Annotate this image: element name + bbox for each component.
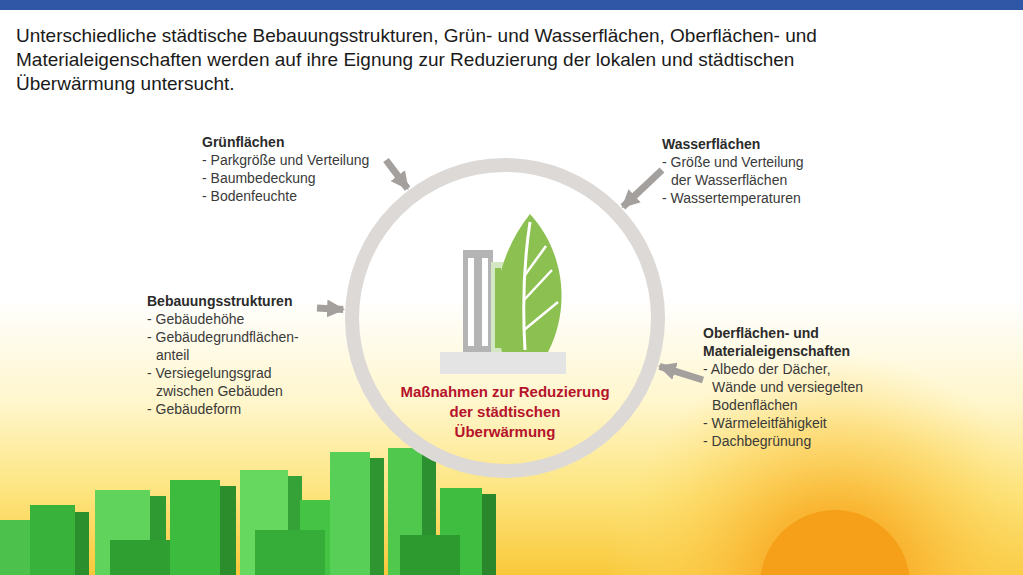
block-heading: Oberflächen- und Materialeigenschaften xyxy=(703,324,875,360)
city-leaf-icon xyxy=(440,214,566,374)
ring-text-holder: Maßnahmen zur Reduzierung der städtische… xyxy=(398,382,612,442)
sun-glow xyxy=(605,355,1023,575)
list-item: - Bodenfeuchte xyxy=(202,187,386,205)
list-item: - Parkgröße und Verteilung xyxy=(202,151,386,169)
block-heading: Grünflächen xyxy=(202,133,386,151)
input-arrow xyxy=(317,308,343,309)
header-bar xyxy=(0,0,1023,10)
topic-block: Oberflächen- und Materialeigenschaften- … xyxy=(703,324,875,450)
input-arrow xyxy=(660,366,703,380)
green-skyline xyxy=(0,448,496,575)
list-item: - Versiegelungsgrad zwischen Gebäuden xyxy=(147,364,317,400)
center-title: Maßnahmen zur Reduzierung der städtische… xyxy=(398,382,612,442)
list-item: - Wassertemperaturen xyxy=(662,189,824,207)
list-item: - Dachbegrünung xyxy=(703,432,875,450)
cycle-ring: Maßnahmen zur Reduzierung der städtische… xyxy=(344,157,666,479)
sun xyxy=(760,510,910,575)
intro-text: Unterschiedliche städtische Bebauungsstr… xyxy=(16,24,916,96)
list-item: - Wärmeleitfähigkeit xyxy=(703,414,875,432)
list-item: - Größe und Verteilung der Wasserflächen xyxy=(662,153,824,189)
list-item: - Baumbedeckung xyxy=(202,169,386,187)
input-arrow xyxy=(623,170,662,207)
ring-circle xyxy=(352,165,658,471)
list-item: - Albedo der Dächer, Wände und versiegel… xyxy=(703,360,875,414)
topic-block: Bebauungsstrukturen- Gebäudehöhe- Gebäud… xyxy=(147,292,317,418)
input-arrow xyxy=(386,160,408,189)
block-heading: Wasserflächen xyxy=(662,135,824,153)
list-item: - Gebäudegrundflächen- anteil xyxy=(147,328,317,364)
topic-block: Grünflächen- Parkgröße und Verteilung- B… xyxy=(202,133,386,205)
list-item: - Gebäudehöhe xyxy=(147,310,317,328)
list-item: - Gebäudeform xyxy=(147,400,317,418)
topic-block: Wasserflächen- Größe und Verteilung der … xyxy=(662,135,824,207)
block-heading: Bebauungsstrukturen xyxy=(147,292,317,310)
